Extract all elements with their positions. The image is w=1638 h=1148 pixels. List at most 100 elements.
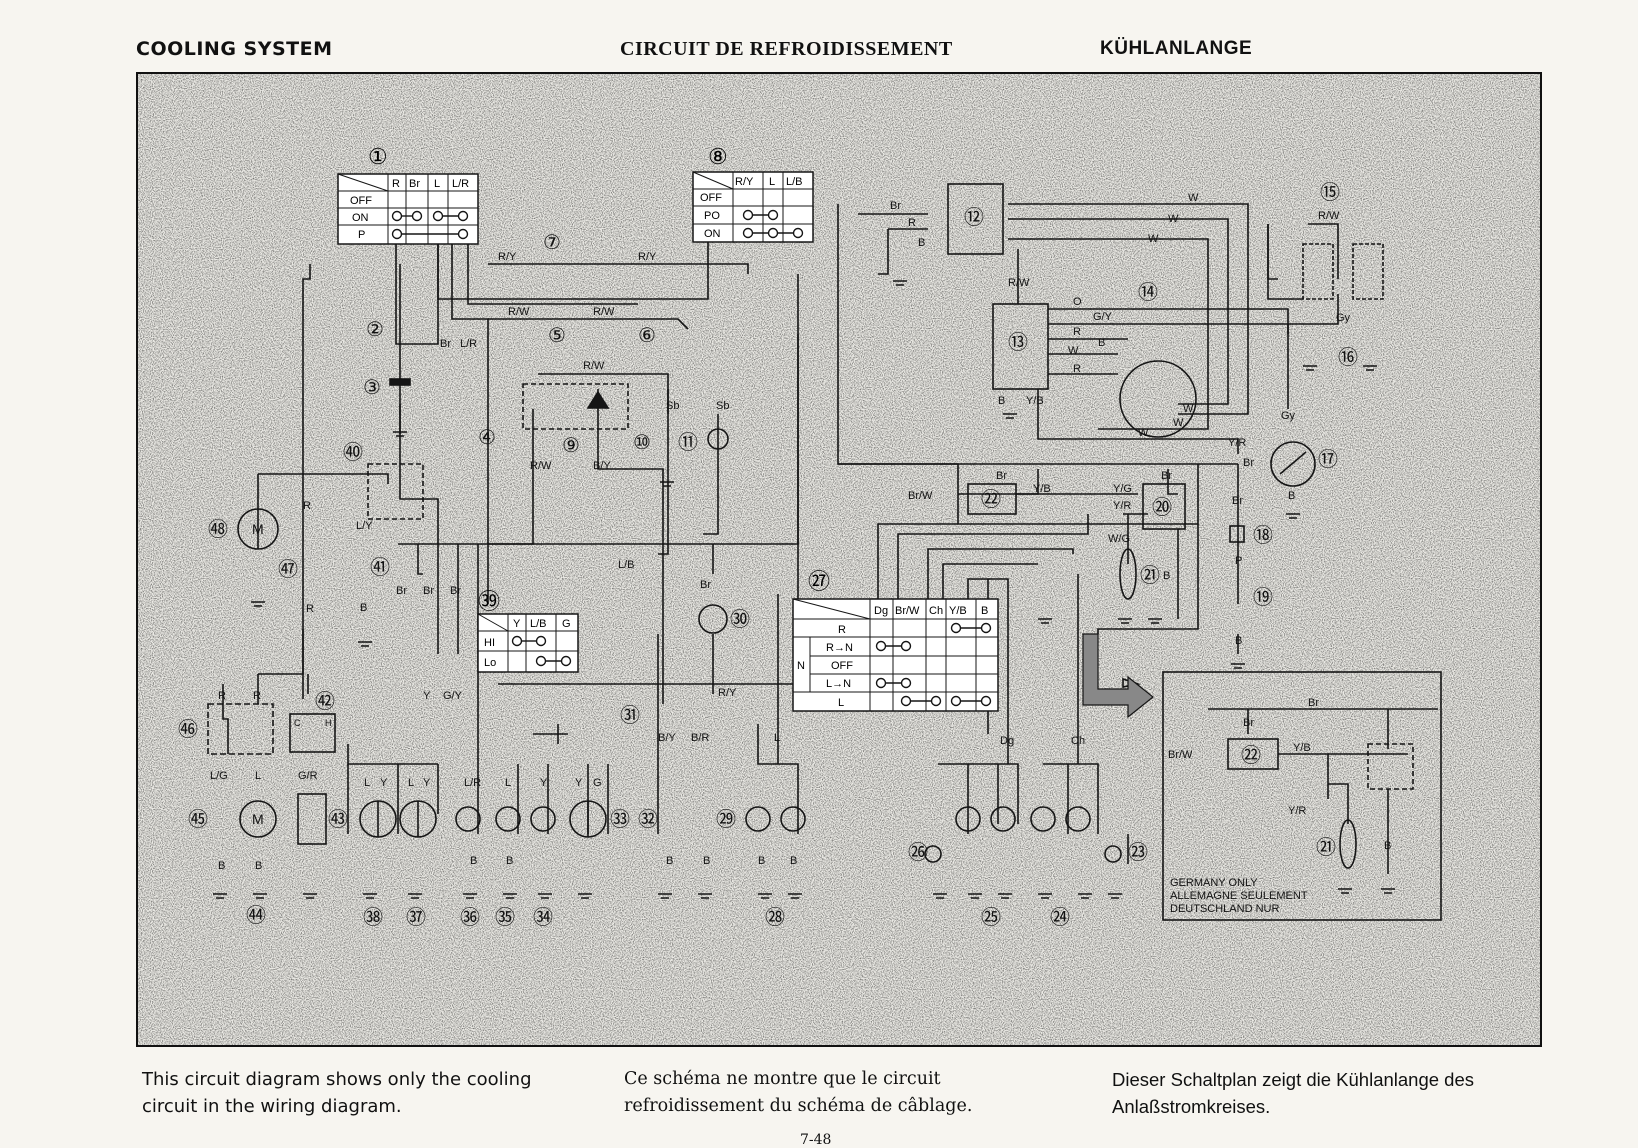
label-w-3: W [1148,233,1159,245]
label-lg-45: L/G [210,770,228,782]
number-32: ㉜ [638,808,658,831]
label-b-32: B [666,855,673,867]
motor-44-m: M [252,811,264,827]
label-l-43: L [364,777,370,789]
switch8-row-off: OFF [700,192,722,204]
label-gy-37: G/Y [443,690,463,702]
label-yg-20: Y/G [1113,483,1132,495]
label-y-37b: Y [423,777,431,789]
number-25: ㉕ [981,906,1001,929]
label-y-33: Y [575,777,583,789]
label-r-12: R [908,217,916,229]
switch27-row-ln: L→N [826,678,851,690]
number-15: ⑮ [1320,181,1340,204]
label-rw-3: R/W [583,360,605,372]
number-47: ㊼ [278,558,298,581]
number-17: ⑰ [1318,448,1338,471]
number-44: ㊹ [246,904,266,927]
inset-note-1: GERMANY ONLY [1170,877,1258,889]
label-rw-15: R/W [1318,210,1340,222]
label-wg-21: W/G [1108,533,1130,545]
switch-39-table: ㊴ Y L/B G HI Lo [477,589,579,673]
label-y-37: Y [423,690,431,702]
label-b-13b: B [998,395,1005,407]
label-b-13: B [1098,337,1105,349]
switch8-row-po: PO [704,210,720,222]
label-rw-2: R/W [593,306,615,318]
label-gray-15: Gy [1336,312,1351,324]
label-b-44: B [255,860,262,872]
label-br-1: Br [440,338,451,350]
wires [222,203,1438,874]
number-4: ④ [478,427,496,449]
label-ry-1: R/Y [498,251,517,263]
number-41: ㊶ [370,556,390,579]
number-6: ⑥ [638,325,656,347]
horn-18 [1229,525,1245,543]
inset-br-1: Br [1308,697,1319,709]
label-br-b1: Br [396,585,407,597]
switch39-row-hi: HI [484,637,495,649]
inset-note-2: ALLEMAGNE SEULEMENT [1170,890,1308,902]
wire-label-layer: M M R/Y R/Y R/W R/W R/W Br L/R Sb Sb R/W… [210,192,1351,872]
number-30: ㉚ [730,608,750,631]
number-33: ㉝ [610,808,630,831]
number-19: ⑲ [1253,586,1273,609]
switch27-col-brw: Br/W [895,605,920,617]
header-english: COOLING SYSTEM [136,38,333,60]
inset-unit-22 [1227,738,1279,770]
number-45: ㊺ [188,808,208,831]
number-10: ⑩ [633,432,651,454]
motor-48 [237,508,279,550]
number-26: ㉖ [908,841,928,864]
switch1-row-on: ON [352,212,369,224]
label-b-19: B [1235,635,1242,647]
switch39-col-lb: L/B [530,618,547,630]
label-r-47b: R [306,603,314,615]
switch27-col-yb: Y/B [949,605,967,617]
number-12: ⑫ [964,206,984,229]
unit-22-box [967,483,1017,515]
number-3: ③ [363,377,381,399]
indicator-30 [698,604,728,634]
label-brw-22: Br/W [908,490,933,502]
label-rw-1: R/W [508,306,530,318]
unit-13-box [992,303,1049,390]
inset-br-2: Br [1243,717,1254,729]
switch-27-table: ㉗ Dg Br/W Ch Y/B B R R→N N OFF L→N L [792,569,999,712]
switch27-col-b: B [981,605,988,617]
main-switch-table: ① R Br L L/R OFF ON P [337,144,479,245]
number-35: ㉟ [495,906,515,929]
bulb-21 [1119,548,1137,600]
number-21: ㉑ [1140,564,1160,587]
switch27-col-ch: Ch [929,605,943,617]
number-29: ㉙ [716,808,736,831]
label-r-46b: R [253,690,261,702]
temperature-gauge-17 [1270,441,1316,487]
number-7: ⑦ [543,232,561,254]
label-lb-1: L/B [618,559,635,571]
label-yb-22: Y/B [1033,483,1051,495]
label-br-12: Br [890,200,901,212]
label-y-43: Y [380,777,388,789]
switch39-col-y: Y [513,618,521,630]
inset-note-3: DEUTSCHLAND NUR [1170,903,1279,915]
label-ly-41: L/Y [356,520,373,532]
label-rw-12: R/W [1008,277,1030,289]
number-43: ㊸ [328,808,348,831]
switch27-col-dg: Dg [874,605,888,617]
caption-german: Dieser Schaltplan zeigt die Kühlanlange … [1112,1069,1475,1117]
label-r-13b: R [1073,363,1081,375]
inset-bulb-21 [1339,819,1357,869]
switch1-row-off: OFF [350,195,372,207]
number-20: ⑳ [1152,496,1172,519]
label-yb-13: Y/B [1026,395,1044,407]
inset-box [1162,671,1442,921]
inset-yr: Y/R [1288,805,1306,817]
resistor-g-r [297,793,327,845]
label-lr-1: L/R [460,338,477,350]
gauge42-number: ㊷ [315,690,335,713]
label-w-2: W [1168,213,1179,225]
label-b-29: B [703,855,710,867]
number-46: ㊻ [178,718,198,741]
